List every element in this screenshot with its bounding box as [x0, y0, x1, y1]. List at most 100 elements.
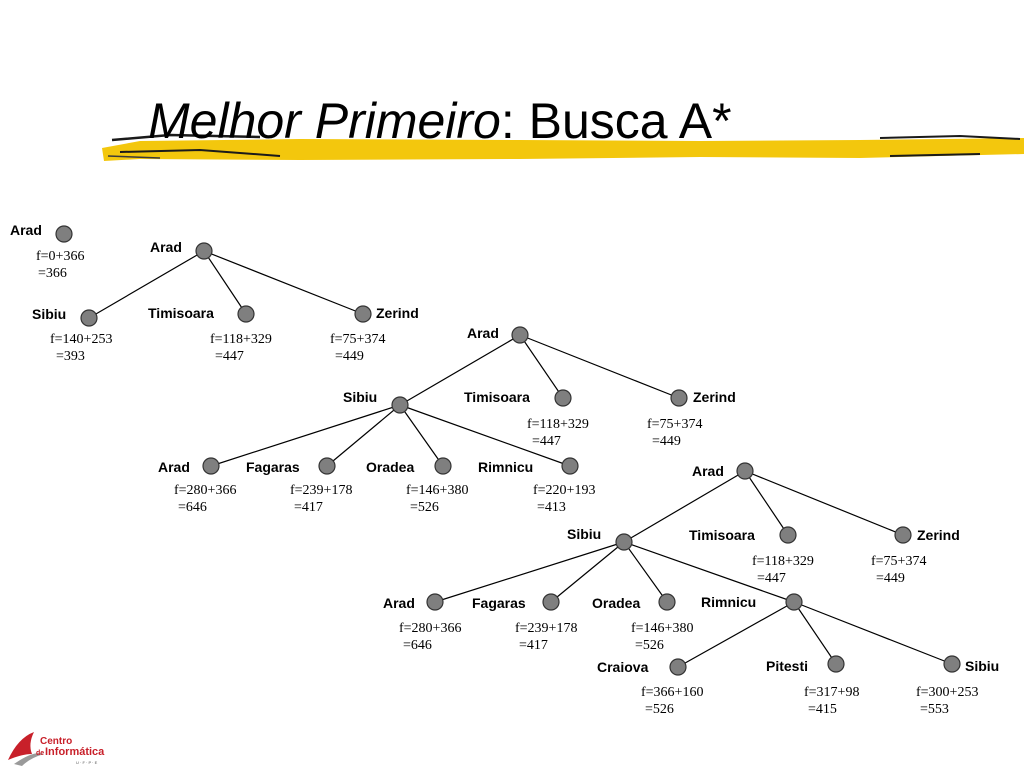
f-value: f=146+380 [406, 483, 468, 498]
f-value: f=118+329 [527, 417, 589, 432]
f-value: f=75+374 [330, 332, 385, 347]
tree-1: Arad f=0+366 =366 Arad Sibiu f=140+253 =… [10, 222, 419, 364]
tree-node [237, 305, 255, 323]
tree-node [511, 326, 529, 344]
f-value: =447 [532, 434, 561, 449]
tree-node [80, 309, 98, 327]
edge [677, 601, 795, 668]
f-value: f=118+329 [752, 554, 814, 569]
f-value: =447 [757, 571, 786, 586]
node-label: Arad [383, 595, 415, 611]
node-label: Arad [158, 459, 190, 475]
node-label: Timisoara [148, 305, 214, 321]
f-value: =415 [808, 702, 837, 717]
tree-node [318, 457, 336, 475]
f-value: =393 [56, 349, 85, 364]
node-label: Arad [467, 325, 499, 341]
edge [434, 541, 625, 603]
f-value: =449 [652, 434, 681, 449]
f-value: =366 [38, 266, 67, 281]
tree-node [542, 593, 560, 611]
f-value: f=0+366 [36, 249, 84, 264]
edge [210, 404, 401, 467]
tree-node [561, 457, 579, 475]
node-label: Sibiu [965, 658, 999, 674]
edge [623, 470, 746, 543]
tree-node [736, 462, 754, 480]
node-label: Sibiu [343, 389, 377, 405]
edge [326, 404, 401, 467]
tree-node [827, 655, 845, 673]
edge [399, 404, 444, 467]
node-label: Sibiu [32, 306, 66, 322]
edge [793, 601, 837, 665]
logo-swoosh-shadow-icon [14, 753, 44, 766]
edge [623, 541, 668, 603]
f-value: =553 [920, 702, 949, 717]
f-value: f=146+380 [631, 621, 693, 636]
edge [399, 404, 571, 467]
edge [88, 250, 205, 319]
logo-text-line2: Informática [45, 746, 105, 758]
node-label: Timisoara [689, 527, 755, 543]
node-label: Fagaras [246, 459, 300, 475]
node-label: Rimnicu [478, 459, 533, 475]
logo-swoosh-icon [8, 732, 34, 760]
f-value: =413 [537, 500, 566, 515]
f-value: =417 [519, 638, 548, 653]
tree-node [894, 526, 912, 544]
f-value: f=239+178 [515, 621, 577, 636]
node-label: Arad [692, 463, 724, 479]
f-value: =526 [635, 638, 664, 653]
f-value: =449 [335, 349, 364, 364]
f-value: f=317+98 [804, 685, 859, 700]
node-label: Zerind [917, 527, 960, 543]
f-value: =526 [410, 500, 439, 515]
edge [519, 334, 564, 399]
node-label: Pitesti [766, 658, 808, 674]
f-value: f=239+178 [290, 483, 352, 498]
tree-node [779, 526, 797, 544]
logo-text-sub: U · F · P · E [76, 760, 98, 765]
logo-text-prefix: de [36, 750, 44, 757]
f-value: =447 [215, 349, 244, 364]
tree-2: Arad Sibiu Timisoara f=118+329 =447 Zeri… [158, 325, 736, 515]
node-label: Oradea [592, 595, 640, 611]
f-value: f=118+329 [210, 332, 272, 347]
edge [203, 250, 247, 315]
node-label: Zerind [693, 389, 736, 405]
node-label: Arad [150, 239, 182, 255]
edge [550, 541, 625, 603]
centro-informatica-logo: Centro de Informática U · F · P · E [8, 732, 105, 766]
f-value: f=140+253 [50, 332, 112, 347]
edge [744, 470, 904, 536]
tree-node [785, 593, 803, 611]
title-rest: : Busca A* [500, 93, 732, 149]
node-label: Arad [10, 222, 42, 238]
page-title: Melhor Primeiro: Busca A* [148, 96, 732, 146]
edge [744, 470, 789, 536]
edge [399, 334, 521, 406]
logo-text-line1: Centro [40, 736, 72, 747]
node-label: Fagaras [472, 595, 526, 611]
f-value: =417 [294, 500, 323, 515]
tree-node [202, 457, 220, 475]
edge [203, 250, 364, 315]
tree-node [658, 593, 676, 611]
f-value: =646 [403, 638, 432, 653]
tree-3: Arad Sibiu Timisoara f=118+329 =447 Zeri… [383, 462, 999, 717]
tree-node [195, 242, 213, 260]
edge [793, 601, 953, 665]
edge [519, 334, 680, 399]
edge [623, 541, 795, 603]
tree-node [391, 396, 409, 414]
tree-node [426, 593, 444, 611]
f-value: f=280+366 [174, 483, 236, 498]
title-highlight [102, 133, 1024, 161]
node-label: Sibiu [567, 526, 601, 542]
tree-node [55, 225, 73, 243]
f-value: =526 [645, 702, 674, 717]
f-value: =449 [876, 571, 905, 586]
node-label: Timisoara [464, 389, 530, 405]
f-value: f=280+366 [399, 621, 461, 636]
